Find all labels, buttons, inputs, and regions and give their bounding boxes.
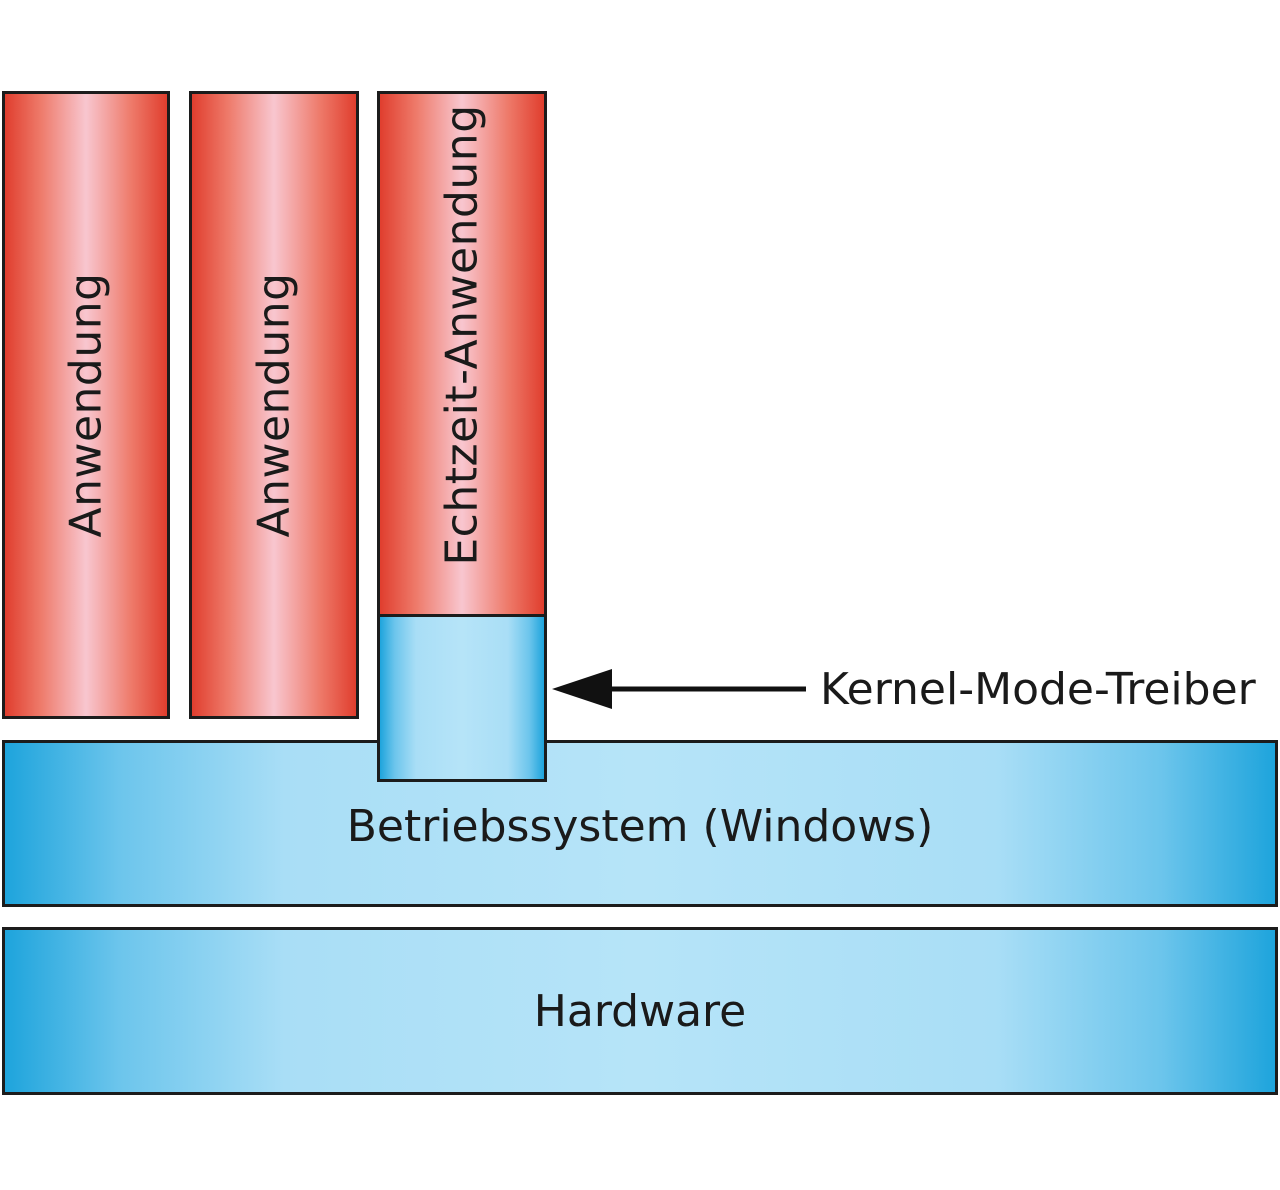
hardware-layer-label: Hardware [533,986,747,1037]
os-layer-label: Betriebssystem (Windows) [346,801,934,852]
kernel-driver-block [377,614,547,782]
application-block-1: Anwendung [2,91,170,719]
os-layer-block: Betriebssystem (Windows) [2,740,1278,907]
hardware-layer-block: Hardware [2,927,1278,1095]
arrow-head [552,669,612,709]
kernel-driver-label: Kernel-Mode-Treiber [820,664,1256,715]
application-block-2: Anwendung [189,91,359,719]
